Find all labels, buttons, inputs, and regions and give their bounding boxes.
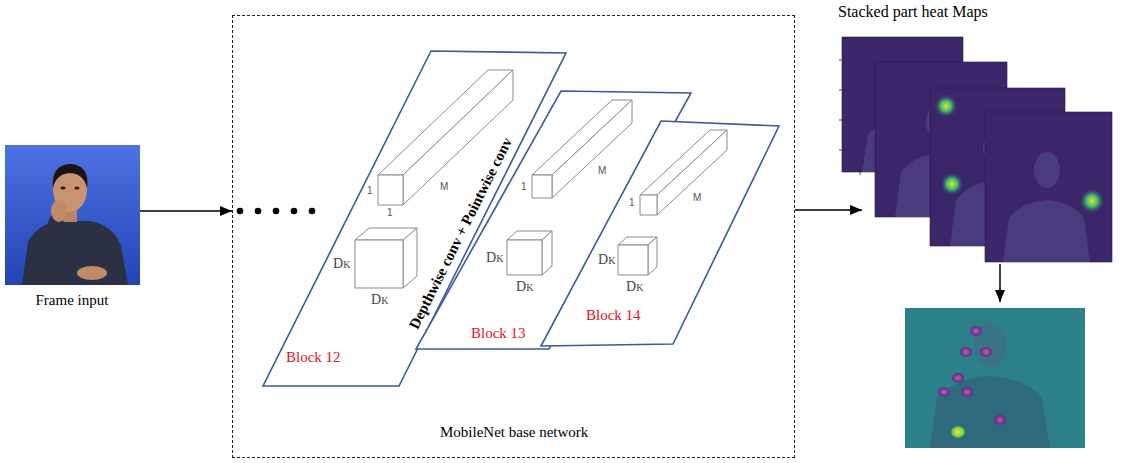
input-frame: Frame input — [5, 145, 140, 320]
dimension-label: M — [598, 165, 606, 176]
bar-front — [378, 175, 403, 205]
cube-top — [355, 228, 417, 240]
bar-front — [640, 195, 657, 215]
dimension-label: DK — [333, 256, 350, 271]
block13-tensors — [507, 100, 632, 275]
keypoint — [970, 326, 982, 336]
flow-arrow — [795, 209, 862, 211]
block-label: Block 12 — [286, 349, 341, 366]
cube-side — [403, 228, 417, 288]
down-arrow — [999, 264, 1001, 302]
faint-person — [930, 376, 1050, 448]
cube-top — [618, 237, 657, 245]
keypoint — [980, 347, 992, 357]
keypoint — [938, 387, 950, 397]
frame-caption: Frame input — [36, 292, 109, 309]
bar-top — [378, 70, 513, 175]
cube-side — [648, 237, 657, 275]
block12-tensors — [355, 70, 513, 288]
input-photo — [5, 145, 140, 285]
bar-top — [640, 130, 727, 195]
result-background — [905, 308, 1085, 448]
joint-heat-blob — [940, 172, 964, 196]
keypoint — [961, 387, 973, 397]
faint-person — [1003, 200, 1090, 262]
joint-heat-blob — [934, 94, 958, 118]
bar-front — [532, 175, 552, 198]
dimension-label: 1 — [521, 181, 527, 192]
joint-heat-blob — [1079, 188, 1105, 214]
dimension-label: DK — [371, 292, 388, 307]
dot — [255, 208, 262, 215]
person-hair — [53, 164, 88, 188]
person-eye — [75, 187, 80, 190]
person-arm — [40, 222, 56, 270]
network-group-box: MobileNet base networkDepthwise conv + P… — [232, 15, 795, 458]
person-hands — [77, 266, 107, 280]
keypoint — [994, 415, 1006, 425]
photo-background — [5, 145, 140, 285]
dimension-label: DK — [486, 250, 503, 265]
dimension-label: 1 — [629, 197, 635, 208]
dimension-label: M — [693, 192, 701, 203]
cube-top — [507, 231, 552, 240]
person-hand — [51, 200, 67, 222]
faint-head — [1034, 152, 1060, 188]
dimension-label: 1 — [367, 185, 373, 196]
person-sweater — [22, 221, 128, 285]
heatmap-plot — [985, 112, 1112, 262]
bar-side — [552, 100, 632, 198]
dimension-label: DK — [516, 279, 533, 294]
group-caption: MobileNet base network — [440, 424, 588, 441]
cube-front — [507, 240, 542, 275]
dimension-label: 1 — [387, 207, 393, 218]
keypoint — [951, 426, 965, 438]
block-outline — [541, 121, 779, 346]
parallelogram-outline — [541, 121, 779, 346]
stack-title: Stacked part heat Maps — [838, 3, 988, 21]
person-eye — [61, 187, 66, 190]
dimension-label: M — [440, 181, 448, 192]
block-label: Block 14 — [586, 307, 641, 324]
pose-result-image — [905, 308, 1085, 448]
keypoint — [952, 373, 964, 383]
dot — [291, 208, 298, 215]
dimension-label: DK — [598, 252, 615, 267]
bar-side — [403, 70, 513, 205]
dot — [309, 208, 316, 215]
flow-arrow — [140, 210, 232, 212]
cube-front — [618, 245, 648, 275]
cube-front — [355, 240, 403, 288]
block-parallelogram: Block 14 — [541, 121, 779, 346]
block14-tensors — [618, 130, 727, 275]
bar-side — [657, 130, 727, 215]
dot — [237, 208, 244, 215]
dot — [273, 208, 280, 215]
heatmap-4 — [985, 112, 1112, 262]
keypoint — [960, 347, 972, 357]
block-label: Block 13 — [471, 325, 526, 342]
heatmap-stack: Stacked part heat Maps — [862, 3, 1112, 262]
dimension-label: DK — [626, 279, 643, 294]
bar-top — [532, 100, 632, 175]
cube-side — [542, 231, 552, 275]
ellipsis-dots — [237, 208, 316, 215]
